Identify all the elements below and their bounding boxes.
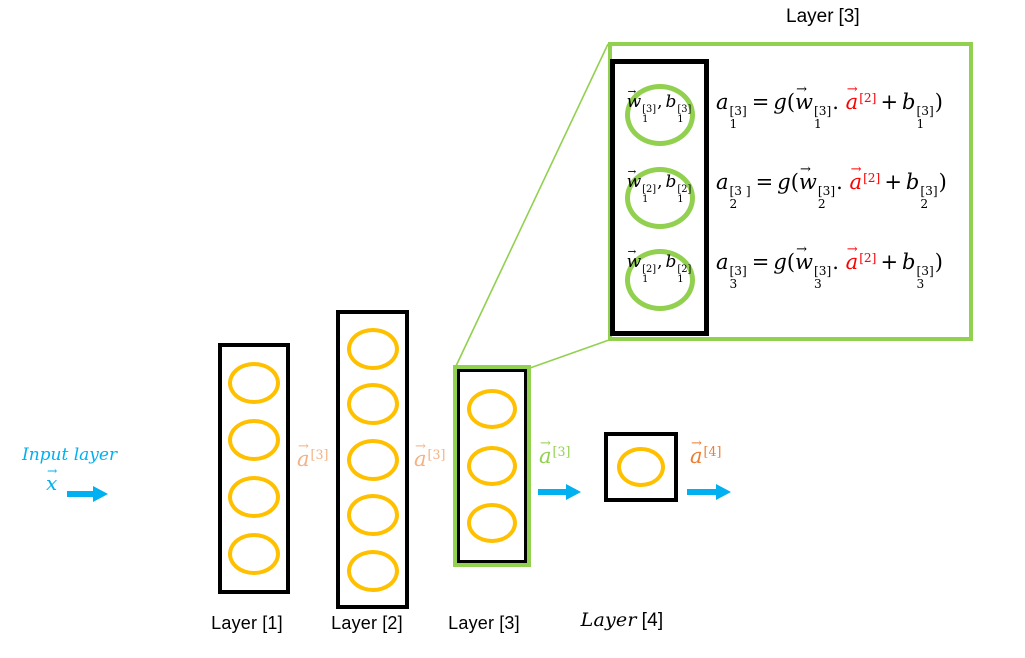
detail-neuron-circle: [624, 248, 695, 311]
neuron-circle: [467, 503, 517, 543]
neuron-circle: [346, 438, 399, 481]
w-vector-symbol: →w: [626, 165, 642, 192]
a-vector-symbol: →a: [690, 436, 703, 468]
activation-term-red: →a[2]: [845, 82, 877, 114]
activation-term-red: →a[2]: [849, 162, 881, 194]
layer-4-box: [604, 432, 678, 502]
detail-panel: →w[3]1,b[3]1 →w[2]1,b[2]1 →w[2]1,b[2]1 a…: [608, 42, 973, 341]
neuron-circle: [228, 362, 280, 404]
neuron-circle: [617, 447, 665, 487]
zoom-callout-line-top: [455, 43, 609, 367]
x-vector-symbol: →x: [46, 462, 58, 495]
input-layer-label: Input layer: [22, 445, 118, 465]
a-vector-symbol: →a: [539, 436, 552, 468]
neuron-circle: [346, 327, 399, 370]
activation-label-2: →a[3]: [414, 439, 446, 471]
w-vector-symbol: →w: [626, 85, 642, 112]
a-vector-symbol: →a: [845, 82, 859, 114]
layer-1-label: Layer[1]: [211, 613, 283, 633]
layer-3-inner-box: [457, 369, 527, 563]
neuron-params-label-2: →w[2]1,b[2]1: [626, 165, 692, 206]
equation-neuron-3: a[3]3=g(→w[3]3. →a[2]+b[3]3): [716, 242, 943, 291]
layer-1-box: [218, 343, 290, 594]
layer-3-box: [453, 365, 531, 567]
neuron-params-label-1: →w[3]1,b[3]1: [626, 85, 692, 126]
layer-3-label: Layer[3]: [448, 613, 520, 633]
w-vector-symbol: →w: [795, 242, 814, 274]
a-vector-symbol: →a: [414, 439, 427, 471]
w-vector-symbol: →w: [795, 82, 814, 114]
detail-panel-title: Layer[3]: [786, 6, 860, 27]
a-vector-symbol: →a: [297, 439, 310, 471]
equation-neuron-1: a[3]1=g(→w[3]1. →a[2]+b[3]1): [716, 82, 943, 131]
zoom-callout-line-bottom: [529, 339, 610, 369]
input-x-vector: →x: [46, 462, 58, 495]
neuron-circle: [467, 389, 517, 429]
neuron-params-label-3: →w[2]1,b[2]1: [626, 245, 692, 286]
neuron-circle: [467, 446, 517, 486]
activation-arrow-3-icon: [538, 484, 581, 500]
detail-neuron-circle: [624, 166, 695, 229]
a-vector-symbol: →a: [849, 162, 863, 194]
input-arrow-icon: [67, 486, 108, 502]
activation-label-3: →a[3]: [539, 436, 571, 468]
neuron-circle: [346, 549, 399, 592]
layer-2-label: Layer[2]: [331, 613, 403, 633]
detail-layer-box: [610, 59, 709, 336]
equation-neuron-2: a[3 ]2=g(→w[3]2. →a[2]+b[3]2): [716, 162, 947, 211]
w-vector-symbol: →w: [798, 162, 817, 194]
activation-label-4: →a[4]: [690, 436, 722, 468]
detail-neuron-circle: [624, 84, 695, 147]
neuron-circle: [228, 419, 280, 461]
layer-2-box: [336, 310, 409, 609]
activation-term-red: →a[2]: [845, 242, 877, 274]
w-vector-symbol: →w: [626, 245, 642, 272]
a-vector-symbol: →a: [845, 242, 859, 274]
neuron-circle: [346, 494, 399, 536]
layer-4-label: Layer[4]: [580, 609, 664, 631]
activation-label-1: →a[3]: [297, 439, 329, 471]
neuron-circle: [228, 533, 280, 575]
activation-arrow-4-icon: [687, 484, 731, 500]
neuron-circle: [228, 476, 280, 518]
neuron-circle: [346, 383, 399, 425]
